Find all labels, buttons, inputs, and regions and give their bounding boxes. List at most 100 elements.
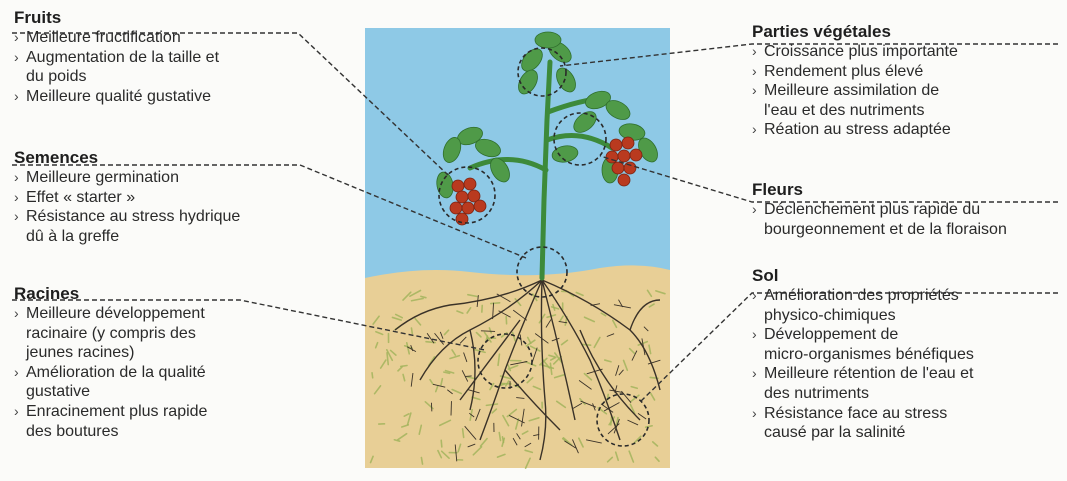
bullet-icon: › <box>14 168 19 188</box>
benefit-text: Rendement plus élevé <box>764 63 923 80</box>
benefit-item: › Meilleure fructification <box>14 28 219 48</box>
benefit-text: Développement de <box>764 326 898 343</box>
section-title: Semences <box>14 148 240 168</box>
benefit-text: racinaire (y compris des <box>26 325 196 342</box>
benefit-list: › Meilleure développement racinaire (y com… <box>14 304 207 441</box>
benefit-item: › Meilleure développement racinaire (y com… <box>14 304 207 363</box>
soil-fleck <box>411 328 412 334</box>
benefit-text: micro-organismes bénéfiques <box>764 346 974 363</box>
benefit-item: › Effet « starter » <box>14 188 240 208</box>
section-sol: Sol › Amélioration des propriétés physico-… <box>752 266 974 443</box>
tomato-fruit <box>618 174 630 186</box>
benefit-item: ›Enracinement plus rapidedes boutures <box>14 402 207 441</box>
tomato-fruit <box>606 151 618 163</box>
soil-fleck <box>491 303 500 304</box>
benefit-item: › Meilleure rétention de l'eau et des nutr… <box>752 364 974 403</box>
bullet-icon: › <box>14 188 19 208</box>
benefit-text: jeunes racines) <box>26 344 135 361</box>
bullet-icon: › <box>752 120 757 140</box>
benefit-item: ›Meilleure germination <box>14 168 240 188</box>
section-title: Fruits <box>14 8 219 28</box>
tomato-fruit <box>624 162 636 174</box>
benefit-text: dû à la greffe <box>26 228 119 245</box>
benefit-text: des nutriments <box>764 385 869 402</box>
benefit-text: l'eau et des nutriments <box>764 102 924 119</box>
tomato-fruit <box>452 180 464 192</box>
benefit-text: Enracinement plus rapide <box>26 403 207 420</box>
tomato-fruit <box>456 191 468 203</box>
bullet-icon: › <box>14 363 19 383</box>
benefit-item: ›Meilleure assimilation del'eau et des n… <box>752 81 958 120</box>
benefit-text: physico-chimiques <box>764 307 896 324</box>
benefit-list: ›Déclenchement plus rapide dubourgeonnem… <box>752 200 1007 239</box>
benefit-text: causé par la salinité <box>764 424 905 441</box>
benefit-list: › Meilleure fructification › Augmentation d… <box>14 28 219 106</box>
section-parties-vegetales: Parties végétales › Croissance plus impor… <box>752 22 958 140</box>
benefit-text: Meilleure développement <box>26 305 205 322</box>
benefit-text: Meilleure assimilation de <box>764 82 939 99</box>
benefit-text: Amélioration des propriétés <box>764 287 959 304</box>
tomato-fruit <box>450 202 462 214</box>
root-hair <box>481 331 495 332</box>
benefit-text: Réation au stress adaptée <box>764 121 951 138</box>
benefit-text: Effet « starter » <box>26 189 135 206</box>
benefit-text: Meilleure rétention de l'eau et <box>764 365 973 382</box>
benefit-text: Meilleure qualité gustative <box>26 88 211 105</box>
benefit-text: Croissance plus importante <box>764 43 958 60</box>
tomato-fruit <box>462 202 474 214</box>
bullet-icon: › <box>14 304 19 324</box>
benefit-item: › Réation au stress adaptée <box>752 120 958 140</box>
bullet-icon: › <box>752 404 757 424</box>
bullet-icon: › <box>752 62 757 82</box>
section-title: Sol <box>752 266 974 286</box>
benefit-list: › Amélioration des propriétés physico-chim… <box>752 286 974 443</box>
soil-fleck <box>502 437 503 443</box>
section-title: Parties végétales <box>752 22 958 42</box>
benefit-item: › Résistance face au stress causé par la s… <box>752 404 974 443</box>
benefit-text: Meilleure fructification <box>26 29 181 46</box>
bullet-icon: › <box>752 364 757 384</box>
bullet-icon: › <box>14 28 19 48</box>
benefit-text: Augmentation de la taille et <box>26 49 219 66</box>
bullet-icon: › <box>752 286 757 306</box>
bullet-icon: › <box>14 207 19 227</box>
soil-fleck <box>401 366 407 367</box>
benefit-text: Résistance au stress hydrique <box>26 208 240 225</box>
bullet-icon: › <box>752 42 757 62</box>
benefit-item: › Amélioration des propriétés physico-chim… <box>752 286 974 325</box>
tomato-fruit <box>474 200 486 212</box>
benefit-item: › Croissance plus importante <box>752 42 958 62</box>
benefit-text: Amélioration de la qualité <box>26 364 206 381</box>
benefit-item: › Meilleure qualité gustative <box>14 87 219 107</box>
soil-fleck <box>372 373 373 378</box>
section-semences: Semences ›Meilleure germination›Effet « … <box>14 148 240 246</box>
tomato-fruit <box>630 149 642 161</box>
tomato-fruit <box>618 150 630 162</box>
soil-fleck <box>463 429 464 438</box>
benefit-item: › Amélioration de la qualité gustative <box>14 363 207 402</box>
benefit-item: › Développement de micro-organismes bénéfi… <box>752 325 974 364</box>
section-title: Fleurs <box>752 180 1007 200</box>
bullet-icon: › <box>14 402 19 422</box>
tomato-fruit <box>622 137 634 149</box>
benefit-text: gustative <box>26 383 90 400</box>
soil-fleck <box>501 383 511 384</box>
soil-fleck <box>441 440 442 447</box>
benefit-text: Déclenchement plus rapide du <box>764 201 980 218</box>
benefit-text: Résistance face au stress <box>764 405 947 422</box>
section-racines: Racines ›Meilleure développementracinair… <box>14 284 207 441</box>
leaf <box>535 32 561 48</box>
benefit-text: bourgeonnement et de la floraison <box>764 221 1007 238</box>
tomato-fruit <box>610 139 622 151</box>
benefit-item: › Résistance au stress hydrique dû à la gr… <box>14 207 240 246</box>
bullet-icon: › <box>14 87 19 107</box>
bullet-icon: › <box>752 325 757 345</box>
benefit-item: › Rendement plus élevé <box>752 62 958 82</box>
soil-fleck <box>421 458 422 465</box>
benefit-list: ›Meilleure germination›Effet « starter »… <box>14 168 240 246</box>
benefit-text: du poids <box>26 68 87 85</box>
benefit-list: › Croissance plus importante › Rendement pl… <box>752 42 958 140</box>
